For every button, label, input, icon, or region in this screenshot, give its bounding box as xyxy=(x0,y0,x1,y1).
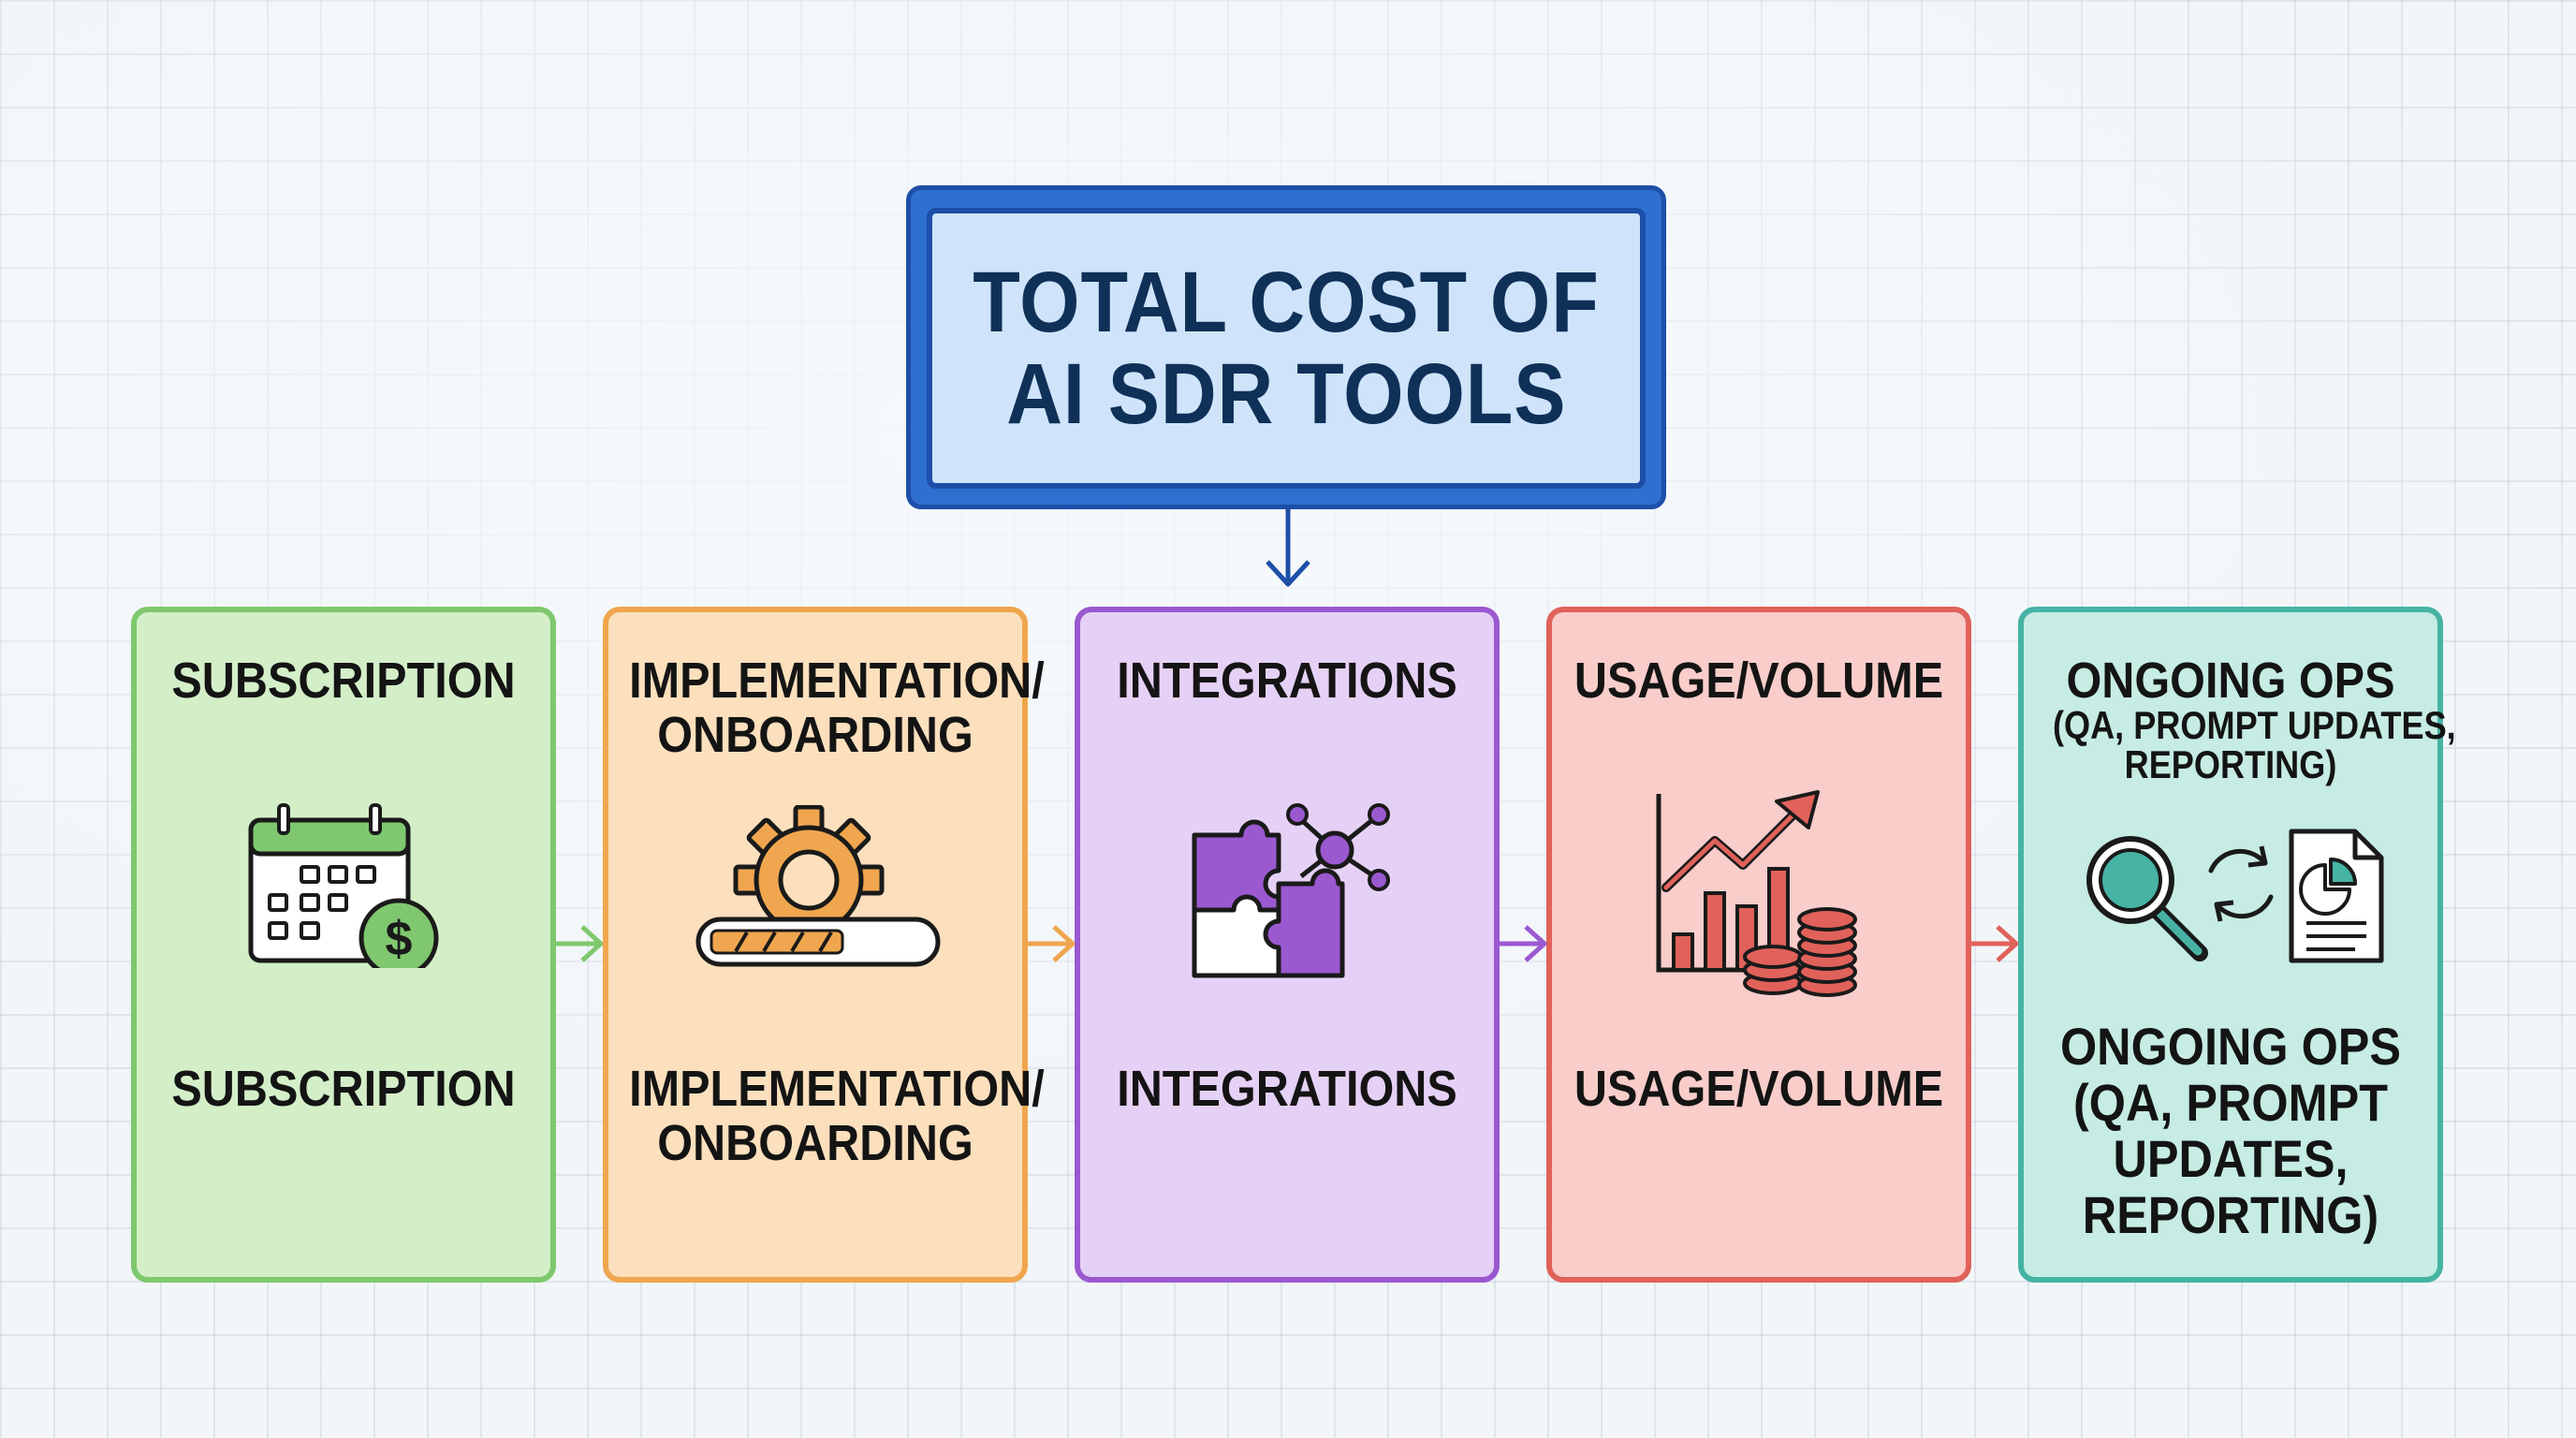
arrow-right-icon xyxy=(554,925,604,962)
arrow-right-icon xyxy=(1026,925,1076,962)
card-caption-line-1: IMPLEMENTATION/ xyxy=(629,1061,1045,1117)
arrow-right-icon xyxy=(1969,925,2019,962)
card-title-line-2: ONBOARDING xyxy=(657,707,973,763)
card-title-line-3: REPORTING) xyxy=(2124,742,2337,786)
growth-chart-coins-icon xyxy=(1656,790,1857,997)
card-title-line-1: IMPLEMENTATION/ xyxy=(629,653,1045,709)
card-integrations: INTEGRATIONS INTEGRATIONS xyxy=(1075,607,1500,1283)
card-caption: INTEGRATIONS xyxy=(1117,1061,1457,1117)
card-title: SUBSCRIPTION xyxy=(171,653,516,709)
card-caption: SUBSCRIPTION xyxy=(171,1061,516,1117)
card-caption-line-1: ONGOING OPS xyxy=(2059,1017,2402,1076)
title-line-2: AI SDR TOOLS xyxy=(1005,346,1567,442)
search-refresh-report-icon xyxy=(2086,829,2384,963)
card-title: USAGE/VOLUME xyxy=(1573,653,1944,709)
card-implementation: IMPLEMENTATION/ ONBOARDING IMPLEMENTATIO… xyxy=(603,607,1045,1283)
title-line-1: TOTAL COST OF xyxy=(973,255,1600,350)
card-ongoing-ops: ONGOING OPS (QA, PROMPT UPDATES, REPORTI… xyxy=(2018,607,2456,1283)
card-title-line-2: (QA, PROMPT UPDATES, xyxy=(2052,703,2456,747)
card-title: INTEGRATIONS xyxy=(1117,653,1457,709)
calendar-dollar-icon: $ xyxy=(248,803,439,968)
card-caption-line-4: REPORTING) xyxy=(2082,1185,2379,1244)
svg-text:$: $ xyxy=(386,912,413,966)
puzzle-network-icon xyxy=(1192,803,1390,978)
card-caption-line-3: UPDATES, xyxy=(2113,1129,2349,1188)
arrow-right-icon xyxy=(1498,925,1547,962)
title-box: TOTAL COST OF AI SDR TOOLS xyxy=(927,208,1646,489)
card-usage-volume: USAGE/VOLUME USAGE/VOLUME xyxy=(1546,607,1971,1283)
gear-progress-icon xyxy=(695,805,941,967)
card-subscription: SUBSCRIPTION $ SUBSCRIPTION xyxy=(131,607,556,1283)
card-title-line-1: ONGOING OPS xyxy=(2066,653,2395,709)
card-caption: USAGE/VOLUME xyxy=(1573,1061,1944,1117)
card-caption-line-2: ONBOARDING xyxy=(657,1115,973,1171)
down-arrow-icon xyxy=(1266,506,1310,587)
card-caption-line-2: (QA, PROMPT xyxy=(2072,1073,2388,1132)
